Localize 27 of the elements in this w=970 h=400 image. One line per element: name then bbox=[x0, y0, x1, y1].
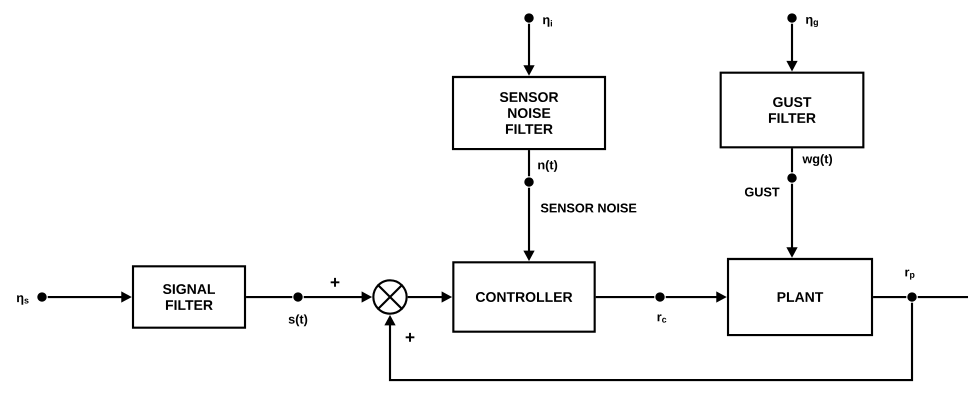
signal-dot bbox=[524, 13, 534, 23]
sign-label: + bbox=[330, 278, 340, 287]
signal-label: η$_{s}$ bbox=[16, 295, 29, 305]
block-box: PLANT bbox=[726, 258, 874, 336]
signal-dot bbox=[37, 292, 47, 302]
signal-dot bbox=[293, 292, 303, 302]
signal-label: GUST bbox=[744, 188, 780, 196]
signal-label: s(t) bbox=[288, 314, 308, 326]
signal-label: r$_{p}$ bbox=[905, 270, 914, 280]
signal-dot bbox=[655, 292, 665, 302]
summing-junction bbox=[372, 279, 408, 315]
signal-label: n(t) bbox=[538, 160, 558, 172]
signal-label: r$_{c}$ bbox=[658, 314, 666, 323]
block-box: CONTROLLER bbox=[452, 261, 596, 333]
arrow bbox=[384, 302, 914, 382]
sign-label: + bbox=[406, 332, 414, 342]
block-box: SIGNAL FILTER bbox=[132, 265, 246, 329]
signal-label: η$_{g}$ bbox=[806, 16, 818, 28]
signal-label: SENSOR NOISE bbox=[540, 204, 636, 212]
block-box: GUST FILTER bbox=[720, 72, 864, 148]
block-box: SENSOR NOISE FILTER bbox=[452, 76, 606, 150]
signal-label: η$_{i}$ bbox=[543, 17, 552, 27]
signal-dot bbox=[787, 173, 797, 183]
signal-label: wg(t) bbox=[802, 154, 832, 166]
signal-dot bbox=[524, 177, 534, 187]
signal-dot bbox=[787, 13, 797, 23]
signal-dot bbox=[907, 292, 917, 302]
